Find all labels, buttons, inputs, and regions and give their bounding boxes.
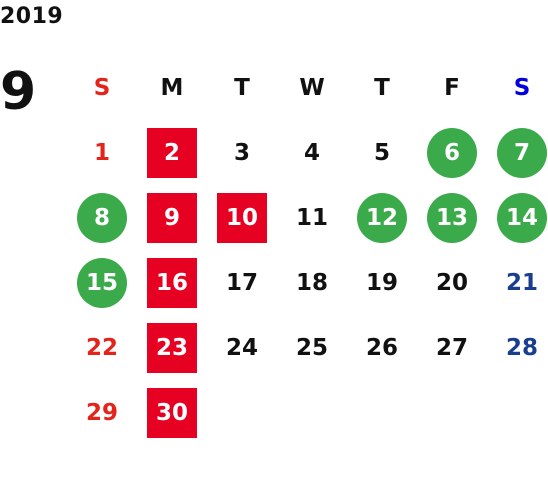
holiday-day: 2	[147, 127, 197, 178]
day-cell[interactable]: 2	[137, 120, 207, 185]
day-number: 26	[365, 334, 398, 361]
weekday-header: T	[234, 74, 250, 101]
marked-day: 8	[77, 192, 127, 243]
day-cell	[417, 380, 487, 445]
day-cell[interactable]: 6	[417, 120, 487, 185]
marked-day: 13	[427, 192, 477, 243]
day-number: 24	[225, 334, 258, 361]
day-cell[interactable]: 14	[487, 185, 548, 250]
day-cell[interactable]: 8	[67, 185, 137, 250]
marked-day: 12	[357, 192, 407, 243]
day-cell[interactable]: 4	[277, 120, 347, 185]
day-cell[interactable]: 21	[487, 250, 548, 315]
calendar-month: 9	[0, 62, 37, 122]
day-cell[interactable]: 29	[67, 380, 137, 445]
day-cell[interactable]: 27	[417, 315, 487, 380]
day-cell[interactable]: 25	[277, 315, 347, 380]
marked-day: 15	[77, 257, 127, 308]
day-number	[497, 388, 547, 438]
day-cell[interactable]: 15	[67, 250, 137, 315]
weekday-header: T	[374, 74, 390, 101]
day-number: 20	[435, 269, 468, 296]
day-cell[interactable]: 20	[417, 250, 487, 315]
day-cell[interactable]: 19	[347, 250, 417, 315]
holiday-day: 30	[147, 387, 197, 438]
day-cell[interactable]: 11	[277, 185, 347, 250]
day-cell[interactable]: 28	[487, 315, 548, 380]
day-cell	[347, 380, 417, 445]
day-number: 19	[365, 269, 398, 296]
day-cell[interactable]: 13	[417, 185, 487, 250]
day-cell[interactable]: 26	[347, 315, 417, 380]
day-cell	[277, 380, 347, 445]
day-cell	[207, 380, 277, 445]
day-cell[interactable]: 24	[207, 315, 277, 380]
weekday-header: M	[160, 74, 184, 101]
day-number: 17	[225, 269, 258, 296]
day-number: 21	[505, 269, 538, 296]
holiday-day: 9	[147, 192, 197, 243]
holiday-day: 23	[147, 322, 197, 373]
holiday-day: 10	[217, 192, 267, 243]
weekday-header: F	[444, 74, 460, 101]
weekday-header: S	[93, 74, 111, 101]
calendar-year: 2019	[0, 4, 64, 29]
day-number	[287, 388, 337, 438]
day-cell[interactable]: 5	[347, 120, 417, 185]
marked-day: 6	[427, 127, 477, 178]
day-cell[interactable]: 10	[207, 185, 277, 250]
day-number: 27	[435, 334, 468, 361]
day-cell[interactable]: 16	[137, 250, 207, 315]
day-cell[interactable]: 23	[137, 315, 207, 380]
marked-day: 14	[497, 192, 547, 243]
day-cell	[487, 380, 548, 445]
day-number: 11	[295, 204, 328, 231]
day-number: 5	[373, 139, 390, 166]
day-cell[interactable]: 1	[67, 120, 137, 185]
day-number: 1	[93, 139, 110, 166]
day-number: 18	[295, 269, 328, 296]
day-cell[interactable]: 12	[347, 185, 417, 250]
weekday-header: S	[513, 74, 531, 101]
day-cell[interactable]: 22	[67, 315, 137, 380]
day-cell[interactable]: 9	[137, 185, 207, 250]
day-cell[interactable]: 17	[207, 250, 277, 315]
day-number: 29	[85, 399, 118, 426]
day-cell[interactable]: 30	[137, 380, 207, 445]
day-number	[217, 388, 267, 438]
day-number: 25	[295, 334, 328, 361]
day-cell[interactable]: 18	[277, 250, 347, 315]
day-number: 4	[303, 139, 320, 166]
marked-day: 7	[497, 127, 547, 178]
weekday-header: W	[299, 74, 325, 101]
day-number	[427, 388, 477, 438]
day-number: 3	[233, 139, 250, 166]
day-cell[interactable]: 7	[487, 120, 548, 185]
holiday-day: 16	[147, 257, 197, 308]
day-number: 22	[85, 334, 118, 361]
day-cell[interactable]: 3	[207, 120, 277, 185]
day-number: 28	[505, 334, 538, 361]
day-number	[357, 388, 407, 438]
